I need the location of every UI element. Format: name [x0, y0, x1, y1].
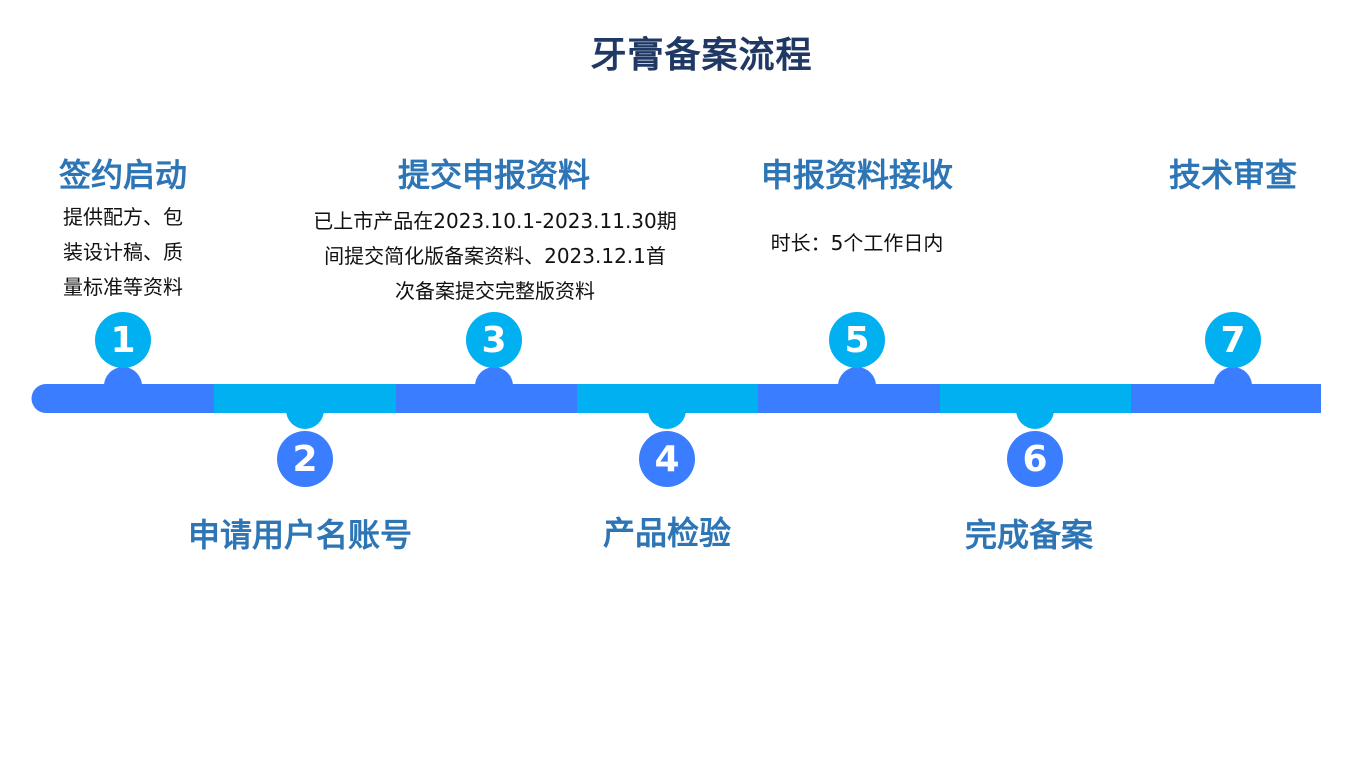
step-3-desc: 已上市产品在2023.10.1-2023.11.30期 间提交简化版备案资料、2… [313, 204, 677, 309]
page-title: 牙膏备案流程 [590, 35, 813, 76]
step-4-number-badge: 4 [639, 431, 695, 487]
step-3-title: 提交申报资料 [397, 156, 591, 194]
step-5-number-badge: 5 [829, 312, 885, 368]
bar-segment-4 [577, 384, 758, 413]
step-1-desc: 提供配方、包 装设计稿、质 量标准等资料 [63, 200, 183, 305]
bar-segment-1 [31, 384, 214, 413]
step-7-number-badge: 7 [1205, 312, 1261, 368]
step-6-number-badge: 6 [1007, 431, 1063, 487]
step-1-number-badge: 1 [95, 312, 151, 368]
step-5-desc-line: 时长：5个工作日内 [770, 231, 944, 255]
step-1-desc-line: 提供配方、包 [63, 205, 183, 229]
bar-segment-5 [758, 384, 940, 413]
step-2-number-badge: 2 [277, 431, 333, 487]
bar-segment-6 [940, 384, 1131, 413]
step-3-desc-line: 次备案提交完整版资料 [394, 279, 595, 303]
step-1-desc-line: 装设计稿、质 [63, 240, 183, 264]
step-5-title: 申报资料接收 [760, 156, 954, 194]
step-3-number-badge: 3 [466, 312, 522, 368]
step-4-title: 产品检验 [602, 514, 732, 552]
step-3-desc-line: 已上市产品在2023.10.1-2023.11.30期 [313, 209, 677, 233]
step-6-title: 完成备案 [964, 516, 1094, 554]
bar-segment-7 [1131, 384, 1321, 413]
step-2-title: 申请用户名账号 [187, 516, 413, 554]
step-5-desc: 时长：5个工作日内 [771, 226, 944, 261]
step-3-desc-line: 间提交简化版备案资料、2023.12.1首 [324, 244, 666, 268]
bar-segment-2 [214, 384, 396, 413]
step-1-desc-line: 量标准等资料 [63, 275, 183, 299]
bar-segment-3 [396, 384, 577, 413]
step-1-title: 签约启动 [58, 156, 188, 194]
step-7-title: 技术审查 [1168, 156, 1298, 194]
